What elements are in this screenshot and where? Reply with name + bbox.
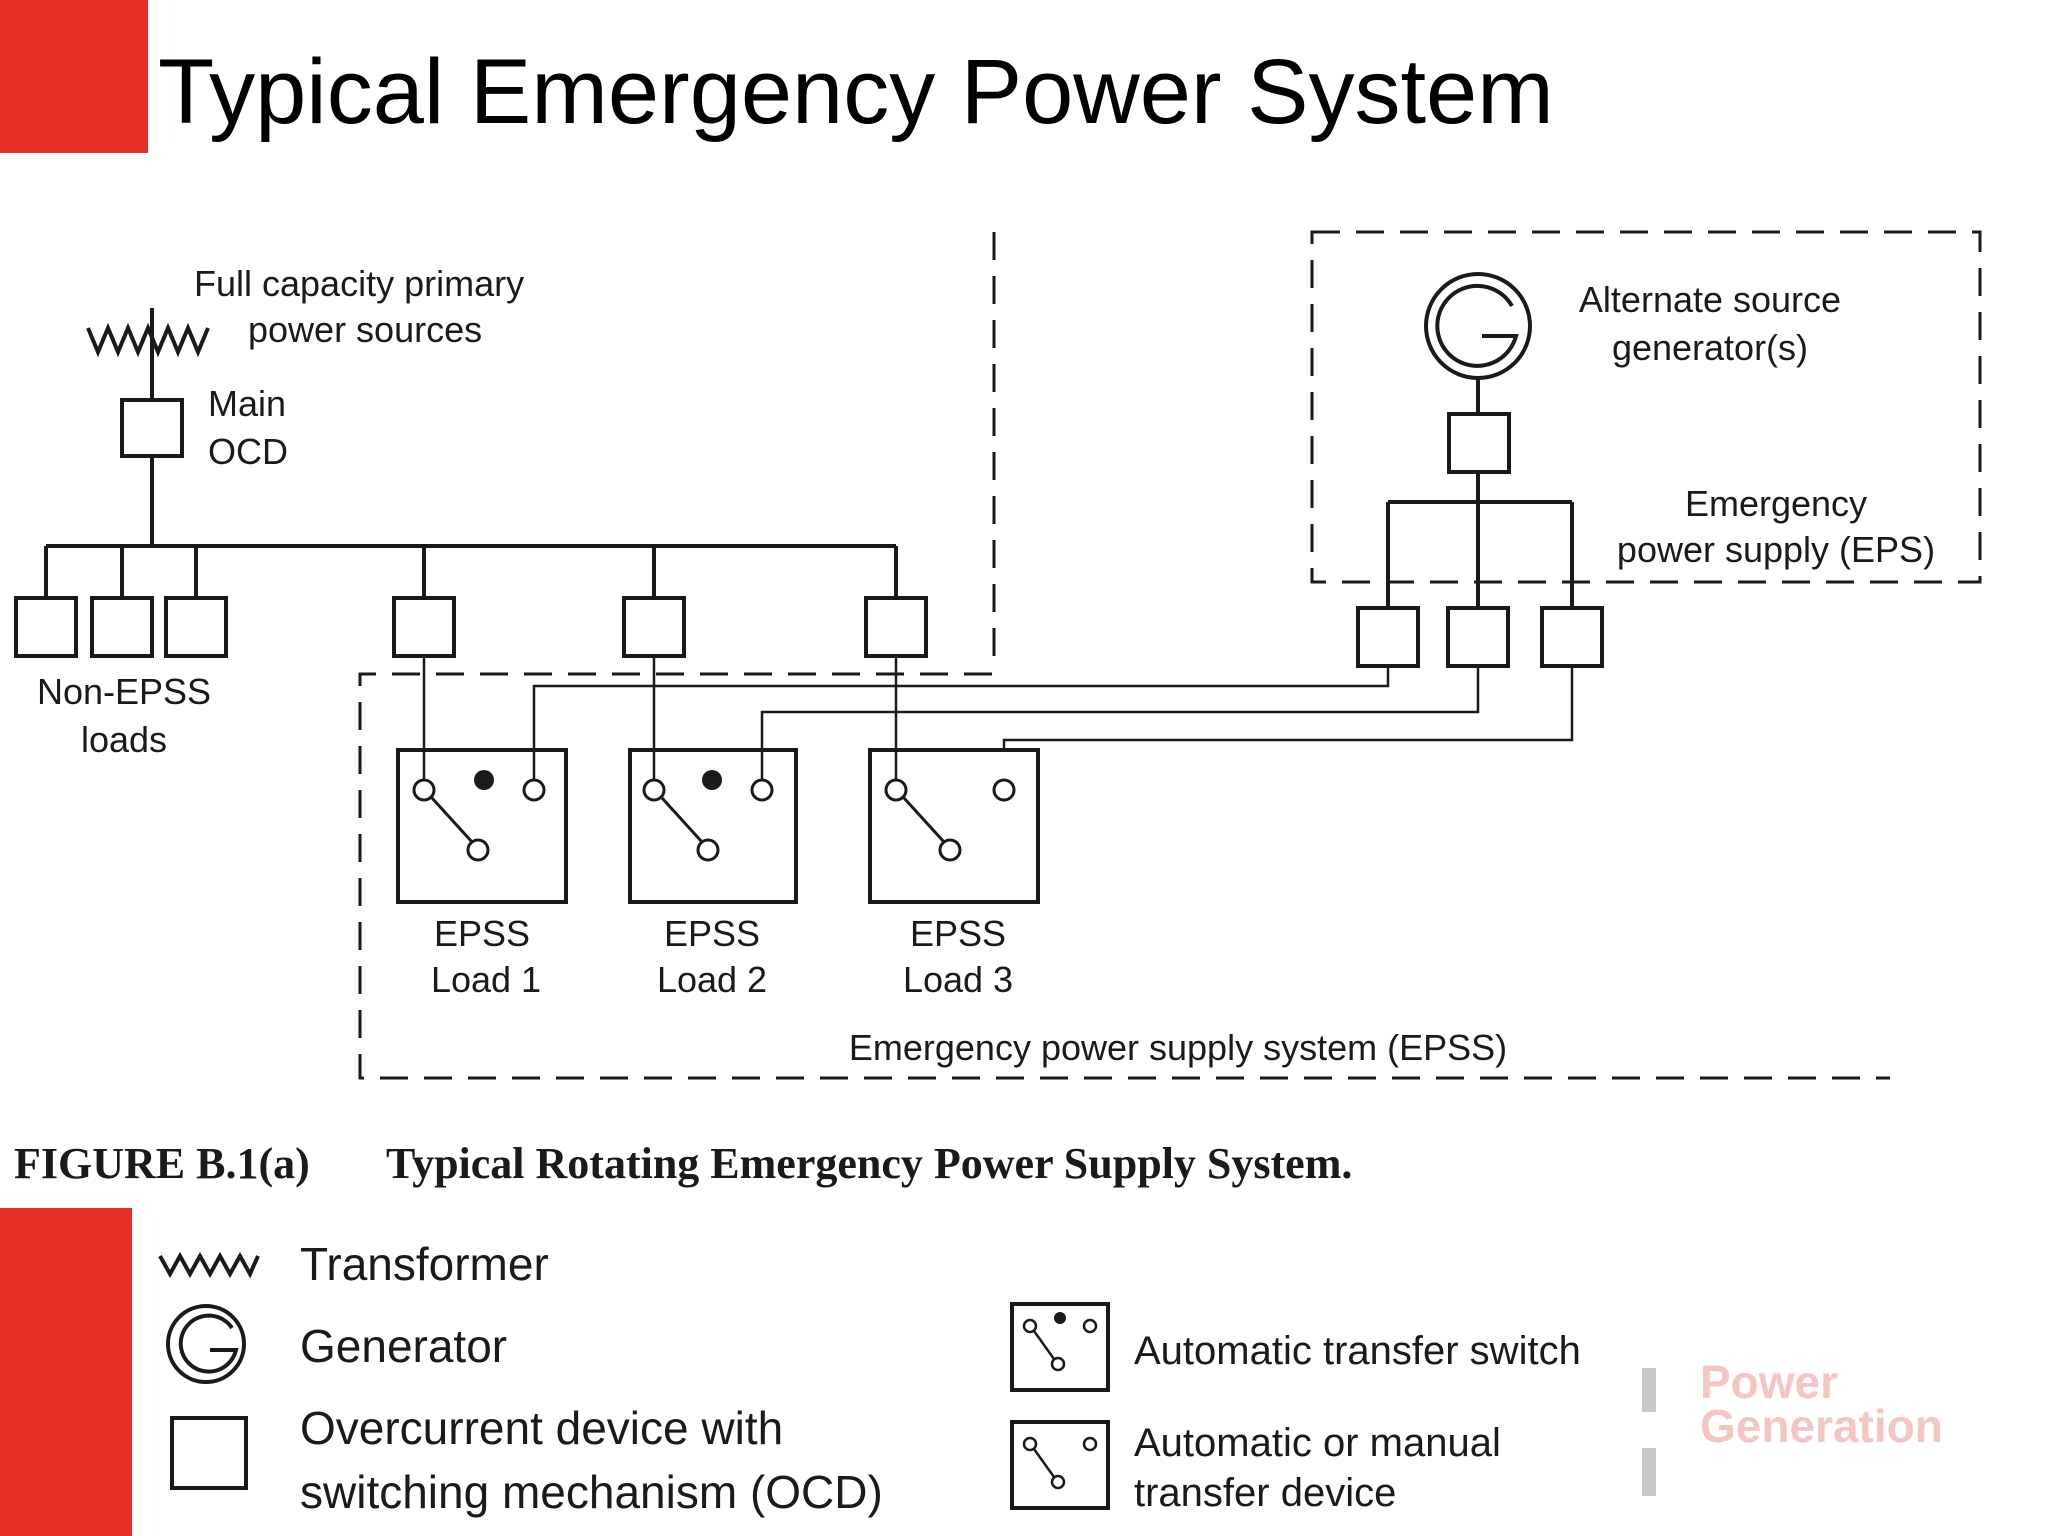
transformer-icon xyxy=(86,322,210,358)
main-ocd-label-1: Main xyxy=(208,383,286,424)
normal-ocd-2 xyxy=(622,596,686,658)
non-epss-ocd-2 xyxy=(90,596,154,658)
primary-source-label-1: Full capacity primary xyxy=(194,263,524,304)
ats-load-2-box xyxy=(628,748,798,904)
power-generation-watermark: Power Generation xyxy=(1700,1356,1943,1452)
generator-label-1: Alternate source xyxy=(1579,279,1841,320)
legend-generator-icon xyxy=(166,1304,246,1384)
legend-transfer-label-2: transfer device xyxy=(1134,1471,1396,1515)
epss-label: Emergency power supply system (EPSS) xyxy=(849,1027,1507,1068)
main-ocd-label-2: OCD xyxy=(208,431,288,472)
legend-accent-bar xyxy=(0,1208,132,1536)
emergency-ocd-2 xyxy=(1446,606,1510,668)
non-epss-ocd-3 xyxy=(164,596,228,658)
load-1-line-1: EPSS xyxy=(434,913,530,954)
legend-ats-label: Automatic transfer switch xyxy=(1134,1329,1581,1373)
main-ocd-box xyxy=(120,398,184,458)
eps-label-2: power supply (EPS) xyxy=(1617,529,1935,570)
watermark-line-2: Generation xyxy=(1700,1400,1943,1452)
figure-caption: Typical Rotating Emergency Power Supply … xyxy=(386,1139,1352,1188)
ats-load-1-box xyxy=(396,748,568,904)
transfer-device-load-3-box xyxy=(868,748,1040,904)
legend-ats-icon xyxy=(1010,1302,1110,1392)
load-2-line-1: EPSS xyxy=(664,913,760,954)
legend-transfer-label-1: Automatic or manual xyxy=(1134,1421,1501,1465)
emergency-ocd-3 xyxy=(1540,606,1604,668)
legend-generator-label: Generator xyxy=(300,1320,507,1372)
watermark-line-1: Power xyxy=(1700,1356,1839,1408)
legend xyxy=(158,1251,1110,1510)
epss-boundary xyxy=(358,672,1890,1080)
legend-transfer-device-icon xyxy=(1010,1420,1110,1510)
normal-ocd-1 xyxy=(392,596,456,658)
eps-label-1: Emergency xyxy=(1685,483,1867,524)
primary-source-label-2: power sources xyxy=(248,309,482,350)
load-3-line-1: EPSS xyxy=(910,913,1006,954)
legend-ocd-icon xyxy=(170,1416,248,1490)
load-3-line-2: Load 3 xyxy=(903,959,1013,1000)
title-accent-bar xyxy=(0,0,148,153)
legend-transformer-label: Transformer xyxy=(300,1238,549,1290)
emergency-ocd-1 xyxy=(1356,606,1420,668)
load-2-line-2: Load 2 xyxy=(657,959,767,1000)
slide-title: Typical Emergency Power System xyxy=(158,41,1554,143)
eps-boundary xyxy=(1310,230,1982,584)
non-epss-ocd-1 xyxy=(14,596,78,658)
non-epss-label-1: Non-EPSS xyxy=(37,671,211,712)
load-1-line-2: Load 1 xyxy=(431,959,541,1000)
generator-label-2: generator(s) xyxy=(1612,327,1808,368)
generator-ocd xyxy=(1447,412,1511,474)
normal-ocd-3 xyxy=(864,596,928,658)
non-epss-label-2: loads xyxy=(81,719,167,760)
legend-ocd-label-2: switching mechanism (OCD) xyxy=(300,1466,883,1518)
legend-transformer-icon xyxy=(158,1251,260,1279)
generator-icon xyxy=(1424,272,1532,380)
figure-number: FIGURE B.1(a) xyxy=(14,1139,310,1188)
legend-ocd-label-1: Overcurrent device with xyxy=(300,1402,783,1454)
